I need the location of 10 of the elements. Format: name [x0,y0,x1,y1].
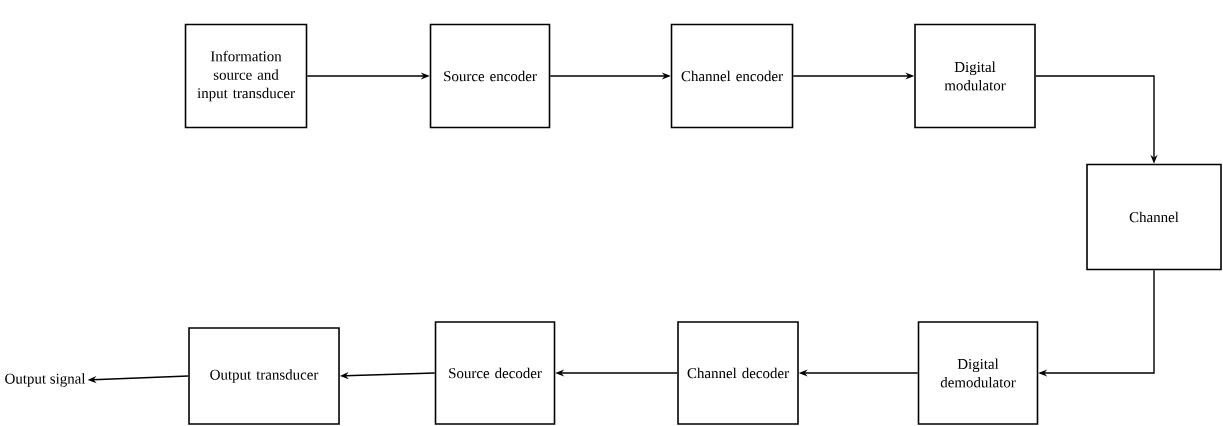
block-box: Source decoder [434,321,556,425]
block-box: Output transducer [188,327,340,425]
block-box: Source encoder [429,23,551,129]
block-box: Information source and input transducer [184,23,308,129]
block-box: Channel encoder [670,23,794,129]
block-box: Channel [1086,163,1222,271]
block-box: Digital demodulator [917,321,1039,425]
block-box: Digital modulator [914,23,1036,129]
block-box: Channel decoder [677,321,799,425]
text-label: Output signal [5,373,86,387]
